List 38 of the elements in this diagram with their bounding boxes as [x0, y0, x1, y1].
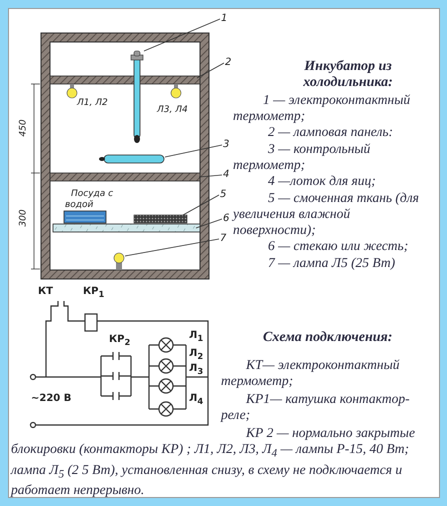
legend-text: 3 — контрольный термометр; — [233, 141, 372, 173]
dimension-value: 300 — [18, 209, 29, 227]
leader-line — [124, 238, 220, 256]
component-label: Л$_{2}$ — [189, 348, 204, 361]
leader-line — [196, 62, 224, 78]
legend-text: КР 2 — нормально закрытые блокировки (контакторы КР) ; Л1, Л2, Л3, Л$_{4}$ — лампы Р-15, 40 Вт; лампа Л$_{5}$ (2 5 Вт), установленная снизу, в схему не подключается и работает непрерывно. — [11, 425, 416, 498]
legend-text: 6 — стекаю или жесть; — [267, 238, 410, 254]
leader-line — [198, 174, 222, 178]
heading: Инкубатор из холодильника: — [302, 59, 394, 91]
component-label: Л$_{3}$ — [189, 363, 204, 376]
leader-line — [144, 18, 220, 52]
legend-text: КР1— катушка контактор-реле; — [221, 391, 411, 423]
legend-text: КТ— электроконтактный термометр; — [221, 357, 400, 389]
heading: Схема подключения: — [263, 330, 394, 346]
legend-text: 1 — электроконтактный термометр; — [233, 92, 412, 124]
legend-text: 4 —лоток для яиц; — [267, 173, 377, 189]
lamp-label: Л1, Л2 — [77, 98, 108, 108]
callout-number: 6 — [223, 213, 230, 225]
component-label: КТ — [38, 286, 53, 297]
component-label: Л$_{1}$ — [189, 330, 204, 343]
leader-line — [182, 194, 220, 216]
leader-line — [196, 218, 222, 228]
legend-text: 5 — смоченная ткань (для увеличения влажной поверхности); — [233, 190, 420, 238]
component-label: КР$_{1}$ — [83, 286, 104, 299]
callout-number: 2 — [225, 57, 232, 69]
lamp-label: Л3, Л4 — [157, 105, 188, 115]
callout-number: 5 — [220, 189, 226, 201]
drawing-label: Посуда с водой — [65, 189, 114, 211]
callout-number: 7 — [220, 233, 226, 245]
callout-number: 3 — [223, 139, 230, 151]
callout-number: 4 — [223, 169, 230, 181]
legend-text: 2 — ламповая панель: — [267, 124, 394, 140]
component-label: Л$_{4}$ — [189, 393, 204, 406]
dimension-value: 450 — [18, 119, 29, 137]
component-label: КР$_{2}$ — [109, 334, 130, 347]
legend-text: 7 — лампа Л5 (25 Вт) — [267, 255, 396, 271]
voltage-label: ~220 В — [31, 393, 72, 404]
callout-number: 1 — [221, 13, 228, 25]
